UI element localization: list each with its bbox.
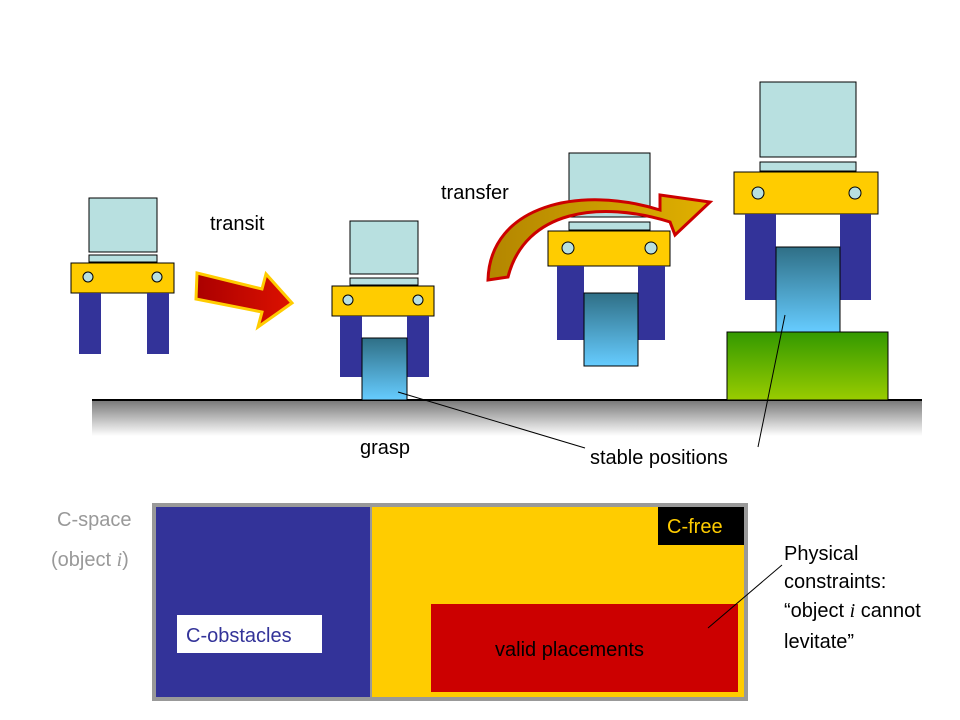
bolt-icon (82, 271, 94, 283)
bolt-icon (751, 186, 765, 200)
c-obstacles-label: C-obstacles (186, 625, 292, 647)
transit-label: transit (210, 213, 265, 235)
bolt-icon (644, 241, 658, 255)
gripper-neck (568, 221, 651, 231)
valid-placements-label: valid placements (495, 639, 644, 661)
c-obstacles-region (156, 507, 370, 697)
grasped-object (361, 337, 408, 401)
grasp-label: grasp (360, 437, 410, 459)
constraints-line-3-suffix: cannot (855, 600, 921, 622)
gripper-neck (349, 277, 419, 286)
bolt-icon (412, 294, 424, 306)
gripper-finger-right (407, 316, 429, 377)
c-space-diagram: C-free C-obstacles valid placements (152, 503, 748, 701)
gripper-head (349, 220, 419, 275)
bolt-icon (561, 241, 575, 255)
bolt-icon (151, 271, 163, 283)
constraints-line-3-prefix: “object (784, 600, 850, 622)
constraints-line-3-var: i (850, 600, 856, 622)
stable-positions-leader-1 (397, 391, 586, 449)
c-obstacles-tag (177, 615, 322, 653)
gripper-finger-right (147, 293, 169, 354)
c-space-object-var: i (117, 549, 123, 571)
gripper-robot-4 (733, 81, 879, 333)
carried-object (583, 292, 639, 367)
floor-shade (92, 400, 922, 436)
c-space-object-prefix: (object (51, 549, 117, 571)
stable-positions-leader-2 (757, 314, 786, 448)
stable-positions-label: stable positions (590, 447, 728, 469)
c-space-object-suffix: ) (122, 549, 129, 571)
transfer-label: transfer (441, 182, 509, 204)
constraints-line-4: levitate” (784, 631, 854, 653)
constraints-line-3: “object i cannot (784, 600, 921, 622)
valid-placements-region (431, 604, 738, 692)
support-block (726, 331, 889, 401)
c-free-tag (658, 507, 744, 545)
gripper-head (88, 197, 158, 253)
gripper-robot-1 (70, 197, 175, 354)
gripper-finger-left (745, 214, 776, 300)
gripper-robot-3 (547, 152, 671, 367)
transit-arrow-icon (194, 270, 295, 331)
constraints-line-2: constraints: (784, 571, 886, 593)
gripper-neck (88, 254, 158, 263)
placed-object (775, 246, 841, 333)
gripper-robot-2 (331, 220, 435, 401)
gripper-finger-right (840, 214, 871, 300)
gripper-finger-left (79, 293, 101, 354)
transfer-arrow-icon (486, 193, 714, 282)
constraints-line-1: Physical (784, 543, 858, 565)
gripper-neck (759, 161, 857, 172)
c-space-label: C-space (57, 509, 131, 531)
c-space-object-label: (object i) (51, 549, 129, 571)
gripper-head (759, 81, 857, 158)
gripper-finger-left (557, 266, 584, 340)
bolt-icon (342, 294, 354, 306)
constraints-leader (707, 564, 783, 629)
bolt-icon (848, 186, 862, 200)
c-free-label: C-free (667, 516, 723, 538)
gripper-finger-right (638, 266, 665, 340)
gripper-finger-left (340, 316, 362, 377)
